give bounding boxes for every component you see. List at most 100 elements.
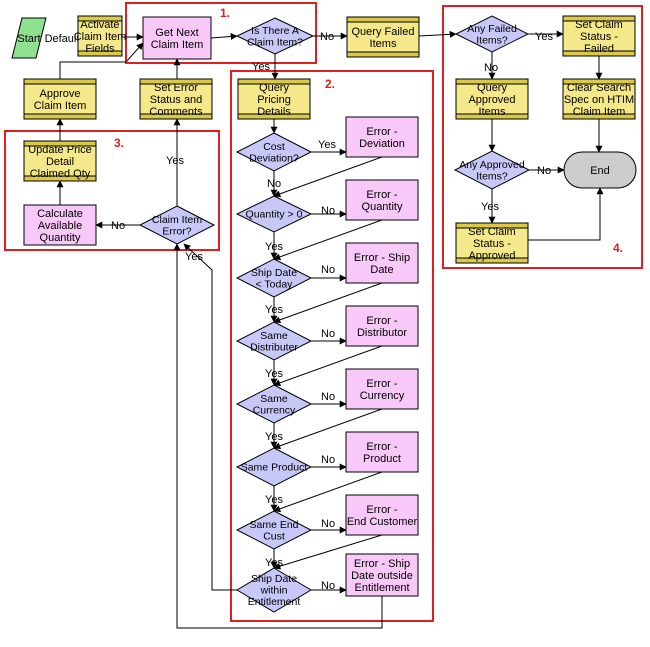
label-dec-yes-3: Yes [265,431,283,443]
edge-approve-getnext [59,42,144,79]
label-dec-no-2: No [321,328,335,340]
clearsearch-bar [562,78,636,85]
errship-shape [345,242,419,284]
samecur-text-line: Currency [253,404,296,416]
claimerror-text-line: Claim Item [152,214,202,226]
label-dec-no-0: No [321,205,335,217]
edge-errqty-shipdate [273,219,383,261]
region-r3-frame [4,130,220,251]
node-sameprod: Same Product [235,447,313,487]
seterror-shape [139,78,213,120]
errent-text-line: Error - Ship [354,558,410,570]
errdist-text-line: Distributor [357,327,407,339]
shipwithin-text-line: Entitlement [248,596,301,608]
node-qty0: Quantity > 0 [235,195,313,233]
setfailed-bar-bottom [562,50,636,57]
end-text-line: End [590,165,610,177]
errcur-text-line: Currency [360,390,405,402]
errend-text-line: Error - [366,504,398,516]
label-dec-yes-1: Yes [265,304,283,316]
querypricing-text-line: Query [259,82,289,94]
updateprice-bar-bottom [23,175,97,182]
setfailed-text-line: Set Claim [575,19,623,31]
updateprice-text-line: Detail [46,156,74,168]
errdist-text-line: Error - [366,315,398,327]
errent-text-line: Date outside [351,570,413,582]
errqty-text-line: Error - [366,189,398,201]
label-anyfailed-no: No [484,62,498,74]
edges-layer [56,30,604,629]
anyapproved-shape [453,150,531,190]
seterror-text-line: Set Error [154,82,198,94]
region-r2-label: 2. [325,77,335,91]
updateprice-text-line: Claimed Qty [30,168,91,180]
label-dec-yes-0: Yes [265,241,283,253]
shipwithin-text-line: Ship Date [251,573,297,585]
querypricing-text-line: Details [257,106,291,118]
claimerror-shape [138,205,216,245]
clearsearch-text-line: Claim Item [573,106,626,118]
queryapproved-bar [455,78,529,85]
label-dec-no-6: No [321,580,335,592]
errent-text-line: Entitlement [354,582,409,594]
samedist-text-line: Distributer [250,341,298,353]
samecur-shape [235,384,313,424]
label-isthere-yes: Yes [252,61,270,73]
label-dec-no-1: No [321,264,335,276]
shipdate-text-line: Ship Date [251,267,297,279]
setfailed-bar [562,15,636,22]
errdev-text-line: Deviation [359,138,405,150]
node-errend: Error -End Customer [345,494,419,536]
isthere-text-line: Claim Item? [247,36,303,48]
region-r1-label: 1. [220,6,230,20]
start-text-line: Start [17,33,40,45]
node-errcur: Error -Currency [345,368,419,410]
anyfailed-text-line: Items? [476,34,508,46]
calcavail-shape [23,204,97,246]
seterror-bar-bottom [139,113,213,120]
samedist-text-line: Same [260,330,288,342]
sameprod-text-line: Same Product [241,462,308,474]
shipdate-text-line: < Today [256,278,294,290]
node-errprod: Error -Product [345,431,419,473]
setfailed-text-line: Failed [584,43,614,55]
approve-bar [23,78,97,85]
anyapproved-text-line: Items? [476,170,508,182]
errprod-text-line: Product [363,453,401,465]
label-costdev-yes: Yes [318,139,336,151]
activate-bar-bottom [77,50,123,57]
errend-text-line: End Customer [347,516,418,528]
activate-text-line: Fields [85,43,115,55]
getnext-text-line: Get Next [155,27,198,39]
default-text-line: Default [45,33,80,45]
setfailed-text-line: Status - [580,31,618,43]
regions-layer: 1.2.3.4. [4,2,643,622]
errent-shape [345,553,419,597]
updateprice-text-line: Update Price [28,144,92,156]
setapproved-bar [455,222,529,229]
edge-getnext-isthere [210,32,238,40]
label-anyapproved-yes: Yes [481,201,499,213]
clearsearch-text-line: Spec on HTIM [564,94,634,106]
updateprice-shape [23,140,97,182]
seterror-text-line: Comments [149,106,203,118]
queryfailed-text-line: Query Failed [352,26,415,38]
calcavail-text-line: Calculate [37,208,83,220]
shipwithin-text-line: within [260,585,288,597]
samecur-text-line: Same [260,393,288,405]
samedist-shape [235,321,313,361]
label-costdev-no: No [267,178,281,190]
errdev-text-line: Error - [366,126,398,138]
queryfailed-text-line: Items [370,38,397,50]
label-shipwithin-yes: Yes [185,251,203,263]
seterror-bar [139,78,213,85]
approve-bar-bottom [23,113,97,120]
